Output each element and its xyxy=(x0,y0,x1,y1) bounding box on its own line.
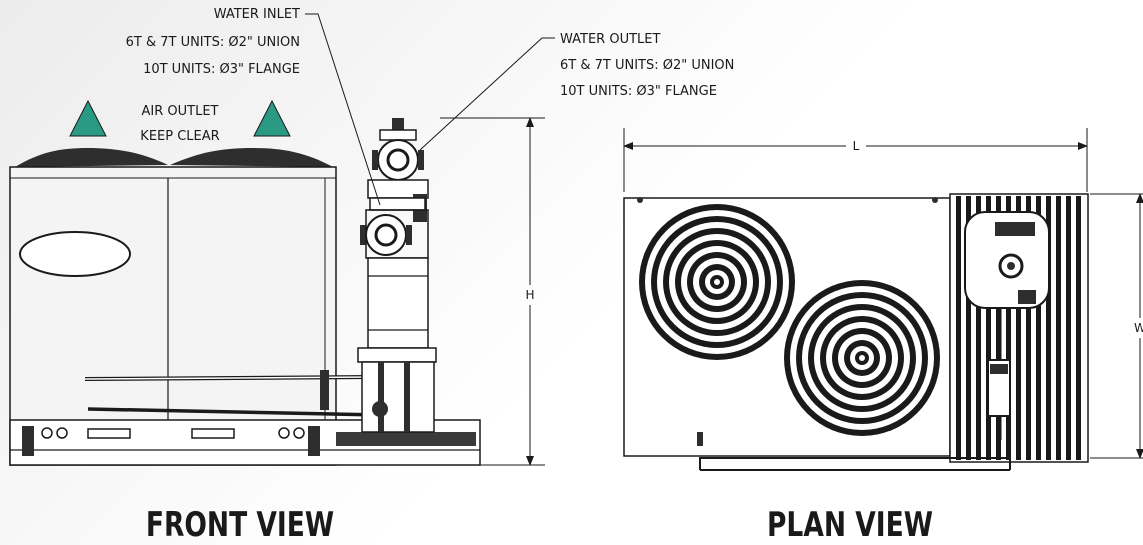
height-dimension: H xyxy=(440,117,545,466)
pump-assembly xyxy=(357,118,437,433)
fan-left xyxy=(639,204,795,360)
fan-shroud-right xyxy=(170,148,333,167)
plan-view-title: PLAN VIEW xyxy=(767,506,933,545)
water-outlet-title: WATER OUTLET xyxy=(560,32,660,47)
base-bracket-left xyxy=(22,426,34,456)
width-dimension: W xyxy=(1090,193,1143,459)
length-dimension: L xyxy=(623,128,1088,192)
fan-right xyxy=(784,280,940,436)
width-label: W xyxy=(1134,321,1143,335)
water-inlet-title: WATER INLET xyxy=(214,7,300,22)
water-outlet-union-spec: 6T & 7T UNITS: Ø2" UNION xyxy=(560,58,734,73)
water-inlet-union-spec: 6T & 7T UNITS: Ø2" UNION xyxy=(126,35,300,50)
water-outlet-leader xyxy=(419,37,555,151)
air-outlet-label: AIR OUTLET xyxy=(142,104,219,119)
plan-pipe xyxy=(699,457,1011,471)
water-inlet-flange-spec: 10T UNITS: Ø3" FLANGE xyxy=(143,62,300,77)
logo-badge xyxy=(19,231,131,277)
water-inlet-leader xyxy=(305,13,381,206)
cabinet xyxy=(9,166,337,466)
water-outlet-flange-spec: 10T UNITS: Ø3" FLANGE xyxy=(560,84,717,99)
air-outlet-arrow-right xyxy=(253,99,291,137)
air-outlet-arrow-left xyxy=(69,99,107,137)
height-label: H xyxy=(525,288,534,302)
base-bracket-right xyxy=(308,426,320,456)
length-label: L xyxy=(853,139,860,153)
base-grating xyxy=(336,432,476,446)
front-view-title: FRONT VIEW xyxy=(146,506,334,545)
front-view: AIR OUTLET KEEP CLEAR WATER INLET 6T & 7… xyxy=(9,7,734,545)
air-outlet-keep-clear-label: KEEP CLEAR xyxy=(140,129,219,144)
pipe-lower xyxy=(87,407,381,417)
plan-view: L xyxy=(623,128,1143,545)
coil-grille xyxy=(949,193,1089,463)
fan-shroud-left xyxy=(15,148,168,167)
